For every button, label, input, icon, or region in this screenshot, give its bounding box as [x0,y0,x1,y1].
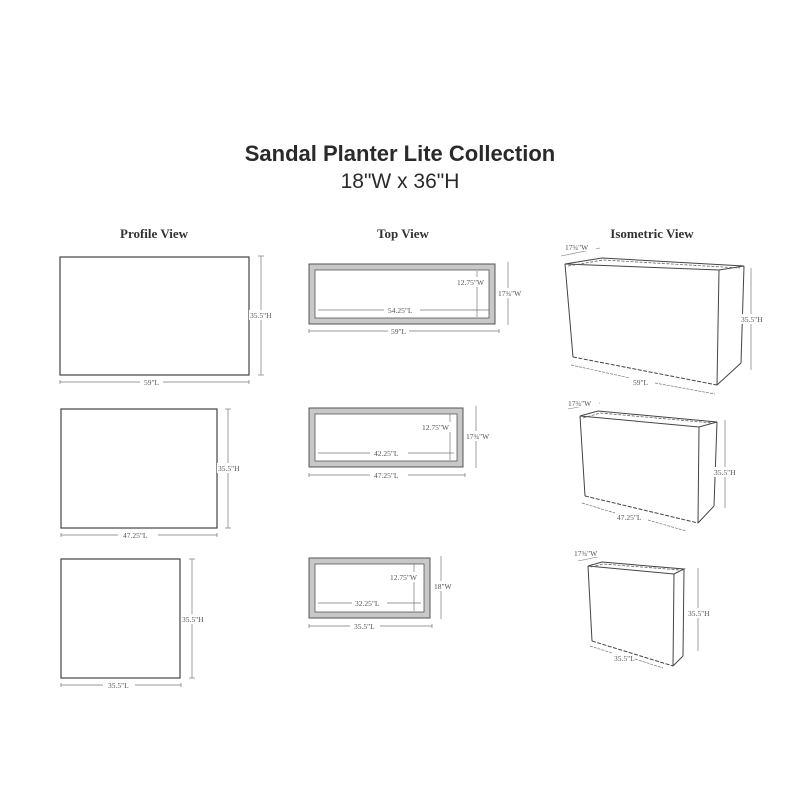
profile-view-large: 35.5"H 59"L [59,255,275,387]
isometric-view-large: 35.5"H 59"L 17¾"W [560,242,768,395]
top-outer-length-label: 35.5"L [354,622,375,631]
top-view-heading: Top View [377,226,429,241]
top-outer-length-label: 59"L [391,327,407,336]
top-inner-width-label: 12.75"W [390,573,418,582]
diagram-subtitle: 18"W x 36"H [340,170,460,193]
isometric-height-label: 35.5"H [741,315,763,324]
isometric-view-heading: Isometric View [610,226,694,241]
top-view-small: 32.25"L 12.75"W 18"W 35.5"L [308,556,457,631]
top-outer-width-label: 18"W [434,582,453,591]
top-inner-width-label: 12.75"W [422,423,450,432]
isometric-width-label: 17¾"W [565,243,589,252]
profile-height-label: 35.5"H [182,615,204,624]
isometric-height-label: 35.5"H [714,468,736,477]
profile-length-label: 35.5"L [108,681,129,690]
top-outer-width-label: 17¾"W [466,432,490,441]
top-view-medium: 42.25"L 12.75"W 17¾"W 47.25"L [308,406,495,480]
top-inner-width-label: 12.75"W [457,278,485,287]
isometric-length-label: 47.25"L [617,513,642,522]
top-outer-length-label: 47.25"L [374,471,399,480]
isometric-view-medium: 35.5"H 47.25"L 17¾"W [567,398,741,532]
diagram-title: Sandal Planter Lite Collection [244,141,556,166]
profile-view-medium: 35.5"H 47.25"L [60,408,245,540]
isometric-view-small: 35.5"H 35.5"L 17¾"W [573,548,715,669]
isometric-width-label: 17¾"W [568,399,592,408]
isometric-length-label: 35.5"L [614,654,635,663]
isometric-width-label: 17¾"W [574,549,598,558]
isometric-length-label: 59"L [633,378,649,387]
top-inner-length-label: 32.25"L [355,599,380,608]
top-inner-length-label: 42.25"L [374,449,399,458]
profile-view-small: 35.5"H 35.5"L [60,558,209,690]
profile-view-heading: Profile View [120,226,188,241]
top-inner-length-label: 54.25"L [388,306,413,315]
top-view-large: 54.25"L 12.75"W 17¾"W 59"L [308,262,527,336]
profile-height-label: 35.5"H [250,311,272,320]
profile-height-label: 35.5"H [218,464,240,473]
profile-length-label: 47.25"L [123,531,148,540]
profile-length-label: 59"L [144,378,160,387]
isometric-height-label: 35.5"H [688,609,710,618]
top-outer-width-label: 17¾"W [498,289,522,298]
